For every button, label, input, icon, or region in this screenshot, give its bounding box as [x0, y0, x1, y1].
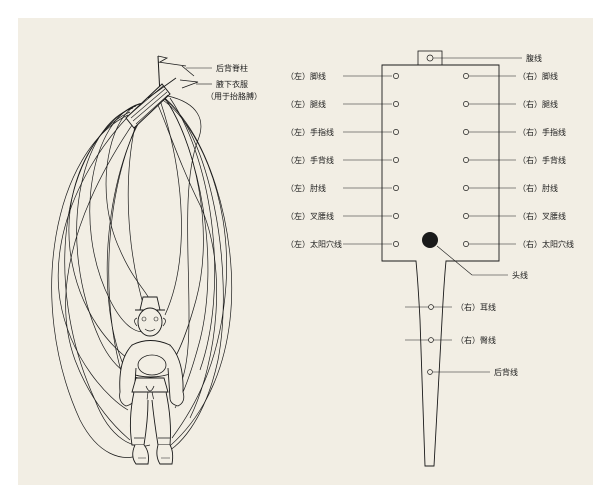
hole-right-5 [463, 213, 469, 219]
hole-right-2 [463, 129, 469, 135]
label-right-elbow-string: （右）肘线 [518, 183, 558, 193]
label-armpit-clothes-note: （用于抬胳膊） [206, 91, 262, 101]
label-left-finger-string: （左）手指线 [286, 127, 334, 137]
head-string-hole [422, 232, 438, 248]
puppet-illustration [51, 55, 233, 465]
hole-right-6 [463, 241, 469, 247]
label-left-leg-string: （左）腿线 [286, 99, 326, 109]
label-left-back-of-hand-string: （左）手背线 [286, 155, 334, 165]
label-armpit-clothes: 腋下衣服 [216, 79, 248, 89]
label-right-hip-string: （右）臀线 [456, 335, 496, 345]
label-left-foot-string: （左）脚线 [286, 71, 326, 81]
control-board-holes [393, 73, 469, 375]
hole-left-6 [393, 241, 399, 247]
label-right-hands-on-hips-string: （右）叉腰线 [518, 211, 566, 221]
label-right-leg-string: （右）腿线 [518, 99, 558, 109]
label-right-finger-string: （右）手指线 [518, 127, 566, 137]
label-left-elbow-string: （左）肘线 [286, 183, 326, 193]
hole-left-1 [393, 101, 399, 107]
label-left-temple-string: （左）太阳穴线 [286, 239, 342, 249]
hole-back [427, 369, 433, 375]
hole-right-3 [463, 157, 469, 163]
hole-ear [428, 304, 434, 310]
board-outline [381, 64, 500, 467]
hole-hip [428, 337, 434, 343]
control-board-leaders [343, 75, 516, 373]
label-right-back-of-hand-string: （右）手背线 [518, 155, 566, 165]
hole-left-4 [393, 185, 399, 191]
label-left-hands-on-hips-string: （左）叉腰线 [286, 211, 334, 221]
control-board [381, 50, 500, 467]
hole-right-0 [463, 73, 469, 79]
hole-left-0 [393, 73, 399, 79]
puppet-figure [119, 296, 185, 465]
diagram-panel [18, 18, 593, 485]
hole-left-2 [393, 129, 399, 135]
label-right-temple-string: （右）太阳穴线 [518, 239, 574, 249]
leader-head [436, 245, 473, 276]
label-back-string: 后背线 [494, 367, 518, 377]
label-right-foot-string: （右）脚线 [518, 71, 558, 81]
label-abdomen-string: 腹线 [526, 53, 542, 63]
hole-left-5 [393, 213, 399, 219]
hole-right-4 [463, 185, 469, 191]
label-back-spine-rod: 后背脊柱 [216, 63, 248, 73]
puppet-strings [51, 95, 233, 458]
abdomen-string-hole [426, 54, 434, 62]
puppet-label-group [186, 67, 212, 85]
puppet-control-bar [125, 55, 199, 129]
label-head-string: 头线 [512, 270, 528, 280]
hole-right-1 [463, 101, 469, 107]
label-right-ear-string: （右）耳线 [456, 302, 496, 312]
hole-left-3 [393, 157, 399, 163]
